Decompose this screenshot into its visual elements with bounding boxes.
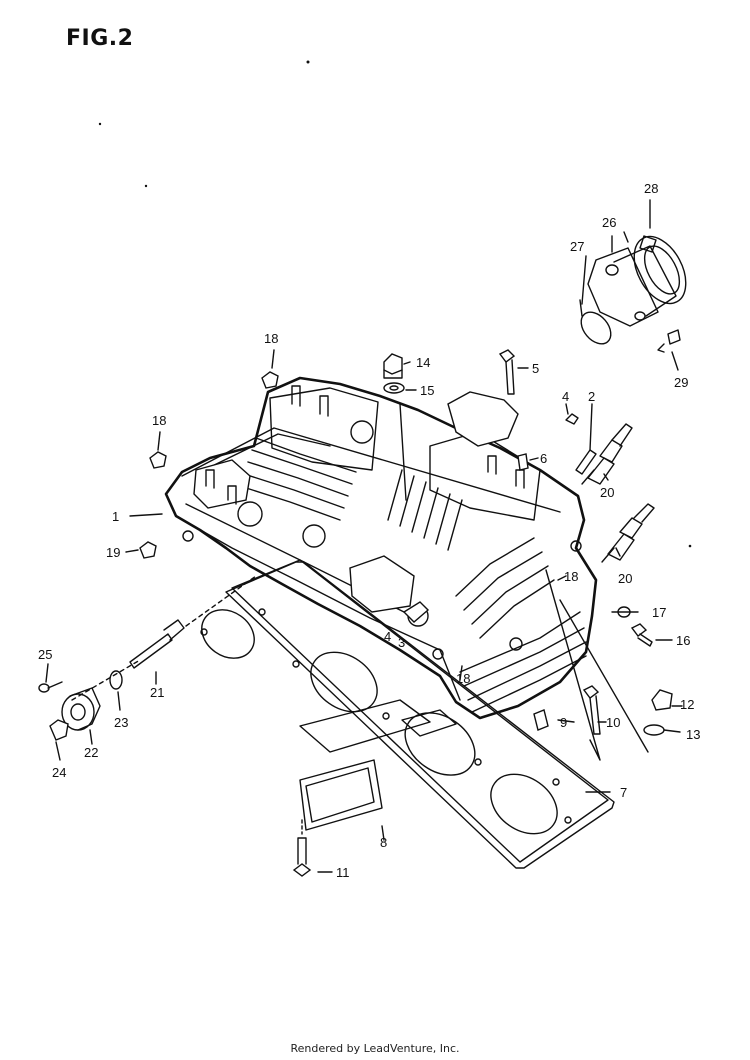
bolt-11 <box>292 819 312 877</box>
part-label-18: 18 <box>564 569 579 584</box>
part-label-2: 2 <box>588 389 596 404</box>
part-label-17: 17 <box>652 605 667 620</box>
part-label-23: 23 <box>114 715 129 730</box>
part-label-24: 24 <box>52 765 67 780</box>
spark-plug-lower <box>601 503 655 563</box>
part-label-5: 5 <box>532 361 540 376</box>
tacho-housing-22 <box>61 687 101 731</box>
part-label-3: 3 <box>398 635 406 650</box>
part-label-6: 6 <box>540 451 548 466</box>
dowel-6 <box>517 453 529 471</box>
screw-25 <box>38 681 63 693</box>
alignment-lines <box>71 575 257 701</box>
part-label-28: 28 <box>644 181 659 196</box>
part-label-20: 20 <box>600 485 615 500</box>
part-label-25: 25 <box>38 647 53 662</box>
cap-nut-12 <box>651 689 673 711</box>
part-label-1: 1 <box>112 509 120 524</box>
o-ring-23 <box>109 670 123 690</box>
washer-15 <box>383 382 405 394</box>
bolt-5 <box>498 349 516 395</box>
part-label-11: 11 <box>336 865 350 880</box>
part-label-18: 18 <box>456 671 471 686</box>
figure-title: FIG.2 <box>66 26 134 51</box>
part-label-4: 4 <box>562 389 570 404</box>
part-label-18: 18 <box>264 331 279 346</box>
valve-cover-gasket <box>299 759 383 831</box>
leader-lines <box>45 231 683 873</box>
cap-nut-14 <box>383 353 403 379</box>
clip-4 <box>565 413 579 425</box>
part-label-18: 18 <box>152 413 167 428</box>
part-label-29: 29 <box>674 375 689 390</box>
part-label-22: 22 <box>84 745 99 760</box>
part-label-7: 7 <box>620 785 628 800</box>
part-label-9: 9 <box>560 715 568 730</box>
washer-13 <box>643 724 665 736</box>
guide-2 <box>575 449 597 475</box>
part-label-8: 8 <box>380 835 388 850</box>
part-label-21: 21 <box>150 685 165 700</box>
plug-19 <box>139 541 157 559</box>
part-label-20: 20 <box>618 571 633 586</box>
plug-18-top <box>261 371 279 389</box>
plug-18-left <box>149 451 167 469</box>
part-label-14: 14 <box>416 355 431 370</box>
intake-pipe-assembly <box>579 199 687 353</box>
part-label-12: 12 <box>680 697 695 712</box>
part-label-13: 13 <box>686 727 701 742</box>
tacho-gear-21 <box>129 619 185 669</box>
dowel-9 <box>533 709 549 731</box>
part-label-19: 19 <box>106 545 121 560</box>
spark-plug-upper <box>581 423 633 485</box>
part-label-26: 26 <box>602 215 617 230</box>
part-label-4: 4 <box>384 629 392 644</box>
part-label-27: 27 <box>570 239 585 254</box>
part-3 <box>402 601 430 623</box>
bolt-16 <box>630 623 653 647</box>
part-label-10: 10 <box>606 715 621 730</box>
nut-24 <box>49 719 69 741</box>
cylinder-head <box>164 376 598 720</box>
footer-credit: Rendered by LeadVenture, Inc. <box>290 1042 460 1055</box>
part-label-16: 16 <box>676 633 691 648</box>
part-label-15: 15 <box>420 383 435 398</box>
head-gasket <box>200 559 615 869</box>
bolt-10 <box>582 685 601 735</box>
